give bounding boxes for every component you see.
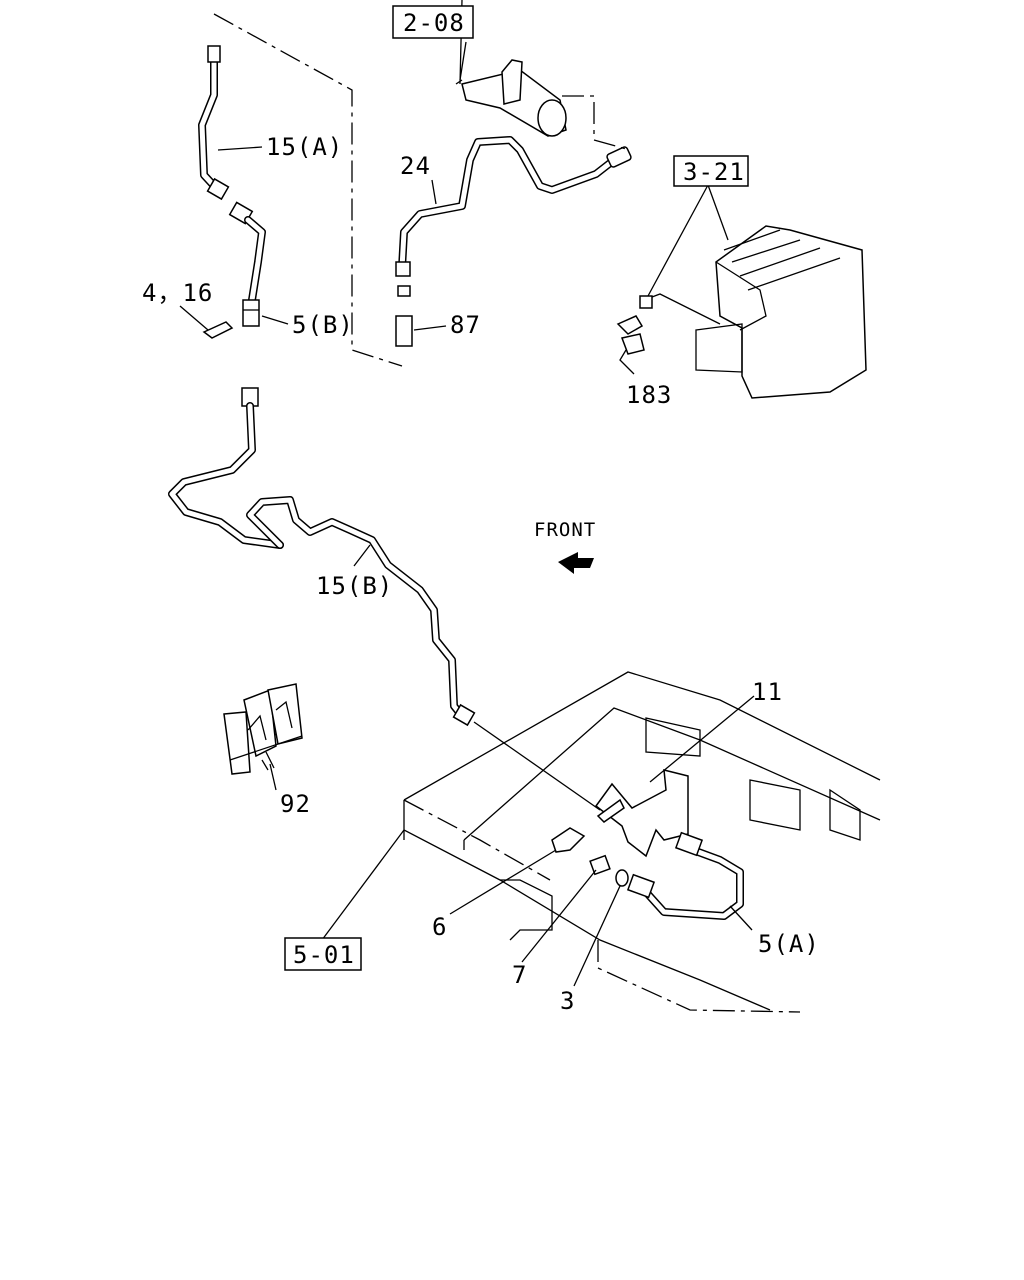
callout-4-16: 4，16 <box>142 279 213 307</box>
front-label: FRONT <box>534 519 596 541</box>
callout-5a: 5(A) <box>758 930 820 958</box>
ref-box-3-21[interactable]: 3-21 <box>673 155 749 187</box>
callout-3: 3 <box>560 987 575 1015</box>
ref-box-5-01-text: 5-01 <box>293 941 355 969</box>
callout-24: 24 <box>400 152 431 180</box>
leader-lines <box>217 0 753 987</box>
callout-15b: 15(B) <box>316 572 393 600</box>
ref-box-2-08-text: 2-08 <box>403 9 465 37</box>
ref-box-5-01[interactable]: 5-01 <box>284 937 362 971</box>
callout-6: 6 <box>432 913 447 941</box>
pipe-24 <box>395 136 632 347</box>
frame-structure <box>315 671 881 1013</box>
callout-11: 11 <box>752 678 783 706</box>
hose-183 <box>616 315 645 355</box>
bracket-11 <box>594 695 755 858</box>
clip-4-16 <box>179 305 234 339</box>
group-boundary-lines <box>213 13 403 367</box>
reservoir-assembly <box>639 225 867 399</box>
pipe-5a <box>626 831 744 920</box>
callout-7: 7 <box>512 961 527 989</box>
ref-box-2-08[interactable]: 2-08 <box>392 5 474 39</box>
callout-92: 92 <box>280 790 311 818</box>
fasteners <box>551 827 629 887</box>
ref-box-3-21-text: 3-21 <box>683 158 745 186</box>
callout-87: 87 <box>450 311 481 339</box>
callout-183: 183 <box>626 381 672 409</box>
pipe-15b <box>168 387 601 811</box>
master-cylinder <box>455 59 631 151</box>
callout-5b: 5(B) <box>292 311 354 339</box>
bracket-92 <box>223 683 303 775</box>
front-arrow <box>558 552 594 574</box>
callout-15a: 15(A) <box>266 133 343 161</box>
callouts: 15(A) 24 4，16 5(B) 87 183 FRONT 15(B) 11… <box>142 133 820 1015</box>
pipe-15a <box>198 45 266 327</box>
